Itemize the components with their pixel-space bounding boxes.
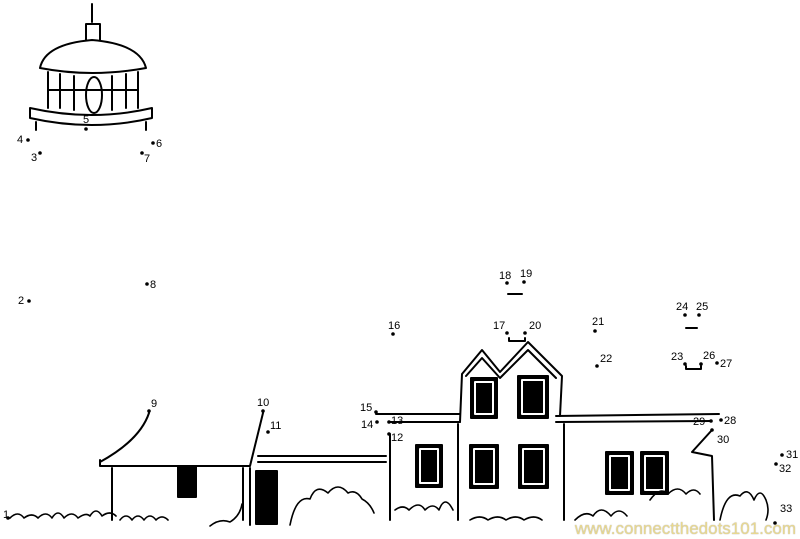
lantern-gallery [29,107,153,131]
dot-label: 12 [391,432,403,444]
dot-33 [773,521,777,525]
dot-11 [266,430,270,434]
lantern-glass [47,71,139,111]
house-windows [415,375,669,495]
dot-9 [147,409,151,413]
dot-18 [505,281,509,285]
connector-door [255,470,278,525]
connector [249,455,387,526]
dot-24 [683,313,687,317]
dot-31 [780,453,784,457]
lantern-spire [85,3,101,41]
dot-22 [595,364,599,368]
dot-label: 17 [493,320,505,332]
house-roof-left [375,413,461,521]
dot-13 [387,420,391,424]
lantern-lens [85,76,103,114]
shed-walls [111,467,244,521]
dot-label: 6 [156,138,162,150]
dot-label: 7 [144,153,150,165]
dot-14 [375,420,379,424]
dot-label: 29 [693,416,705,428]
dot-label: 32 [779,463,791,475]
dot-25 [697,313,701,317]
dot-label: 14 [361,419,373,431]
dot-20 [523,331,527,335]
dot-label: 18 [499,270,511,282]
dot-label: 15 [360,402,372,414]
dot-8 [145,282,149,286]
house-dormers [459,341,563,423]
dot-label: 3 [31,152,37,164]
dot-label: 31 [786,449,798,461]
dot-17 [505,331,509,335]
dot-19 [522,280,526,284]
dot-3 [38,151,42,155]
dot-7 [140,151,144,155]
house-roof-right [555,413,720,423]
dot-label: 21 [592,316,604,328]
dot-label: 1 [3,509,9,521]
dot-label: 33 [780,503,792,515]
dot-label: 25 [696,301,708,313]
house-dormers-inner [465,349,557,379]
dot-label: 2 [18,295,24,307]
dot-32 [774,462,778,466]
dot-10 [261,409,265,413]
dot-label: 16 [388,320,400,332]
dot-label: 30 [717,434,729,446]
dot-label: 10 [257,397,269,409]
dot-27 [715,361,719,365]
ground-shrubs [9,486,769,527]
dot-4 [26,138,30,142]
dot-1 [6,516,10,520]
house-walls [457,423,715,521]
watermark: www.connectthedots101.com [574,519,796,538]
dot-label: 26 [703,350,715,362]
dot-2 [27,299,31,303]
dot-label: 27 [720,358,732,370]
dot-28 [719,418,723,422]
dot-21 [593,329,597,333]
dot-30 [710,428,714,432]
dot-label: 24 [676,301,688,313]
dot-5 [84,127,88,131]
dot-12 [387,432,391,436]
dot-23 [683,362,687,366]
dot-label: 19 [520,268,532,280]
dot-label: 9 [151,398,157,410]
shed-window [177,465,197,498]
line-art [9,3,769,527]
dot-label: 28 [724,415,736,427]
chimney-marks [507,293,702,370]
lantern-dome [39,39,147,74]
dot-label: 22 [600,353,612,365]
shed-roof [99,412,264,467]
dot-label: 20 [529,320,541,332]
dot-label: 8 [150,279,156,291]
dot-29 [709,419,713,423]
dot-label: 4 [17,134,23,146]
dot-15 [374,410,378,414]
dot-16 [391,332,395,336]
dot-label: 23 [671,351,683,363]
window-panes [419,379,665,491]
dot-label: 11 [270,420,281,432]
dot-26 [699,362,703,366]
dot-label: 13 [391,415,403,427]
dot-6 [151,141,155,145]
dot-label: 5 [83,114,89,126]
